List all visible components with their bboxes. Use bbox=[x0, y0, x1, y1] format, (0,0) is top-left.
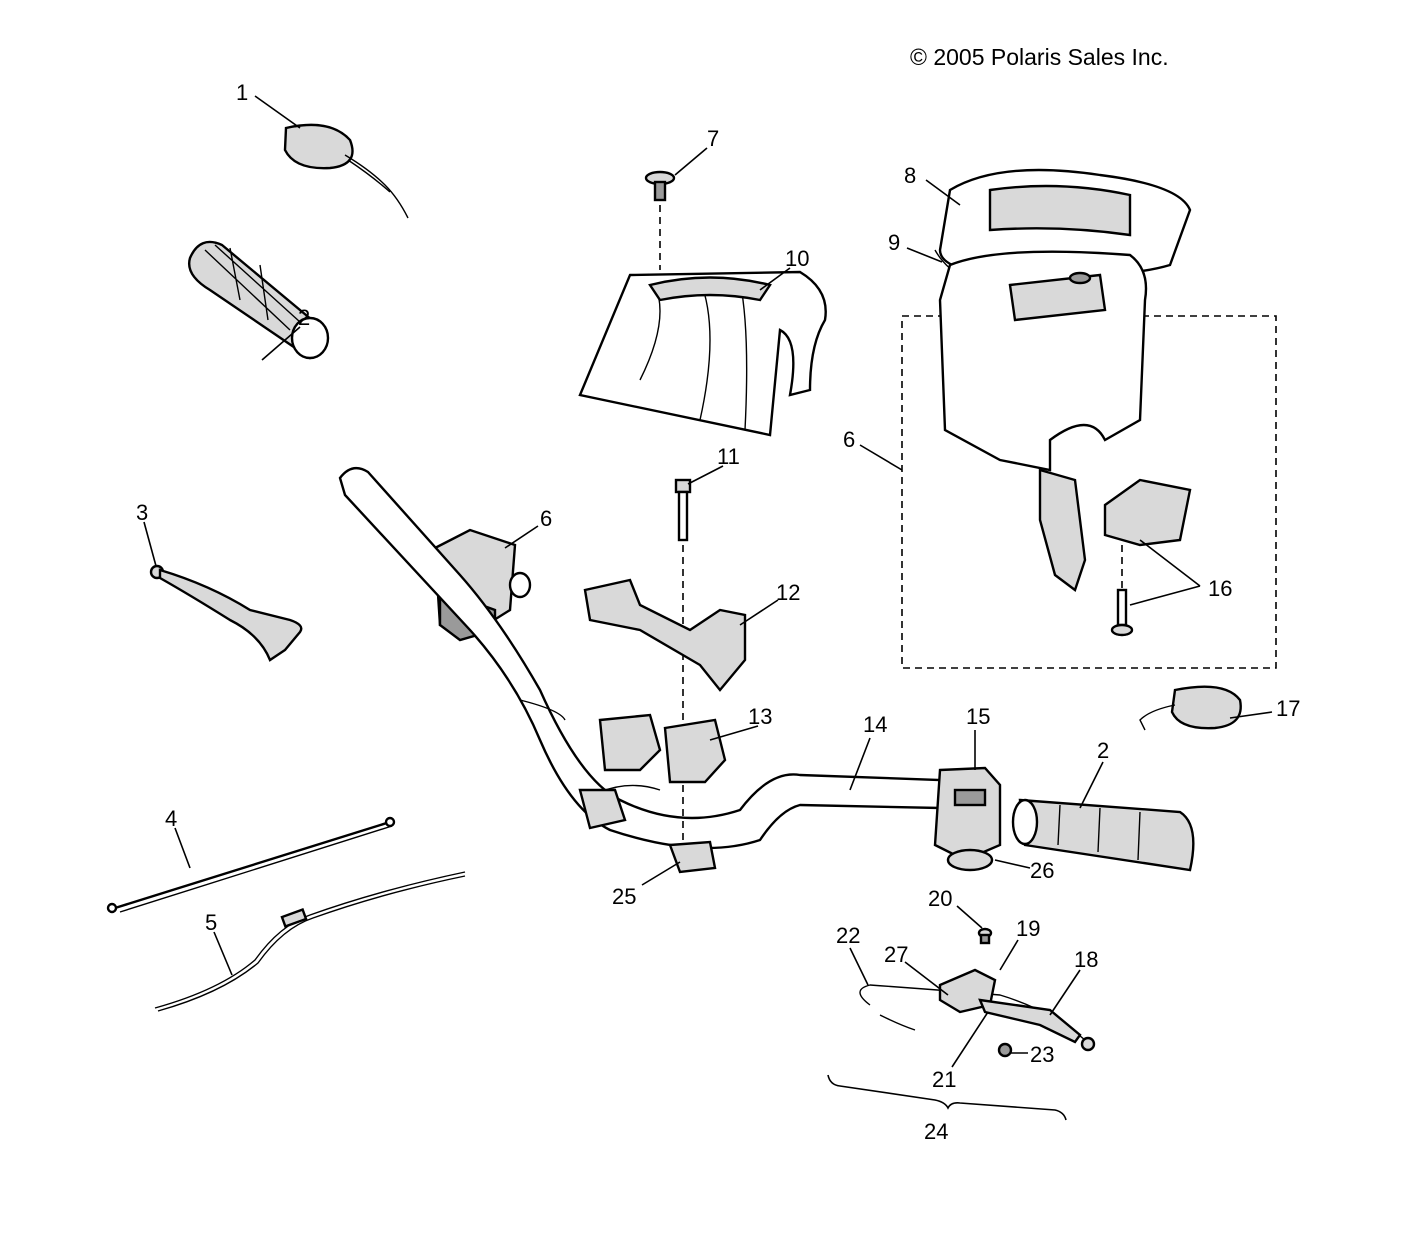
part-grip-left bbox=[188, 240, 330, 360]
callout-22: 22 bbox=[836, 923, 860, 948]
part-grip-right bbox=[1011, 798, 1195, 872]
callout-18: 18 bbox=[1074, 947, 1098, 972]
callout-6-housing: 6 bbox=[540, 506, 552, 531]
callout-19: 19 bbox=[1016, 916, 1040, 941]
callout-4: 4 bbox=[165, 806, 177, 831]
copyright-notice: © 2005 Polaris Sales Inc. bbox=[910, 44, 1169, 70]
callout-25: 25 bbox=[612, 884, 636, 909]
callout-labels: 1 2 2 3 4 5 6 6 7 8 9 10 11 12 13 14 15 … bbox=[136, 80, 1300, 1144]
callout-7: 7 bbox=[707, 126, 719, 151]
callout-14: 14 bbox=[863, 712, 887, 737]
part-handlebar bbox=[338, 466, 942, 850]
part-pod-cover bbox=[578, 270, 827, 437]
callout-23: 23 bbox=[1030, 1042, 1054, 1067]
callout-9: 9 bbox=[888, 230, 900, 255]
part-brake-lever bbox=[149, 564, 303, 662]
part-cable-5 bbox=[154, 871, 466, 1012]
callout-16: 16 bbox=[1208, 576, 1232, 601]
callout-8: 8 bbox=[904, 163, 916, 188]
part-screw-7 bbox=[644, 170, 676, 202]
part-mirror-left bbox=[283, 123, 409, 219]
group-bracket-24 bbox=[827, 1074, 1067, 1121]
part-bracket bbox=[583, 578, 747, 692]
callout-2-right-grip: 2 bbox=[1097, 738, 1109, 763]
part-bolt-11 bbox=[674, 478, 692, 542]
leader-lines bbox=[143, 95, 1273, 1068]
callout-26: 26 bbox=[1030, 858, 1054, 883]
part-pod-top bbox=[938, 168, 1192, 278]
part-clamp-16 bbox=[1103, 478, 1192, 637]
callout-21: 21 bbox=[932, 1067, 956, 1092]
callout-3: 3 bbox=[136, 500, 148, 525]
callout-10: 10 bbox=[785, 246, 809, 271]
callout-27: 27 bbox=[884, 942, 908, 967]
callout-5: 5 bbox=[205, 910, 217, 935]
callout-12: 12 bbox=[776, 580, 800, 605]
callout-13: 13 bbox=[748, 704, 772, 729]
callout-17: 17 bbox=[1276, 696, 1300, 721]
part-brake-assembly bbox=[859, 927, 1096, 1058]
callout-11: 11 bbox=[717, 444, 740, 469]
callout-1: 1 bbox=[236, 80, 248, 105]
part-washer-26 bbox=[946, 848, 994, 872]
callout-20: 20 bbox=[928, 886, 952, 911]
part-switch-15 bbox=[933, 766, 1002, 862]
callout-15: 15 bbox=[966, 704, 990, 729]
part-mirror-right bbox=[1139, 685, 1242, 731]
part-pod-body bbox=[938, 250, 1148, 592]
part-cable-4 bbox=[106, 816, 396, 914]
part-clamp-25 bbox=[578, 788, 717, 874]
callout-24: 24 bbox=[924, 1119, 948, 1144]
callout-2-left-grip: 2 bbox=[298, 305, 310, 330]
part-clamp-13 bbox=[598, 713, 727, 784]
callout-6-kit: 6 bbox=[843, 427, 855, 452]
